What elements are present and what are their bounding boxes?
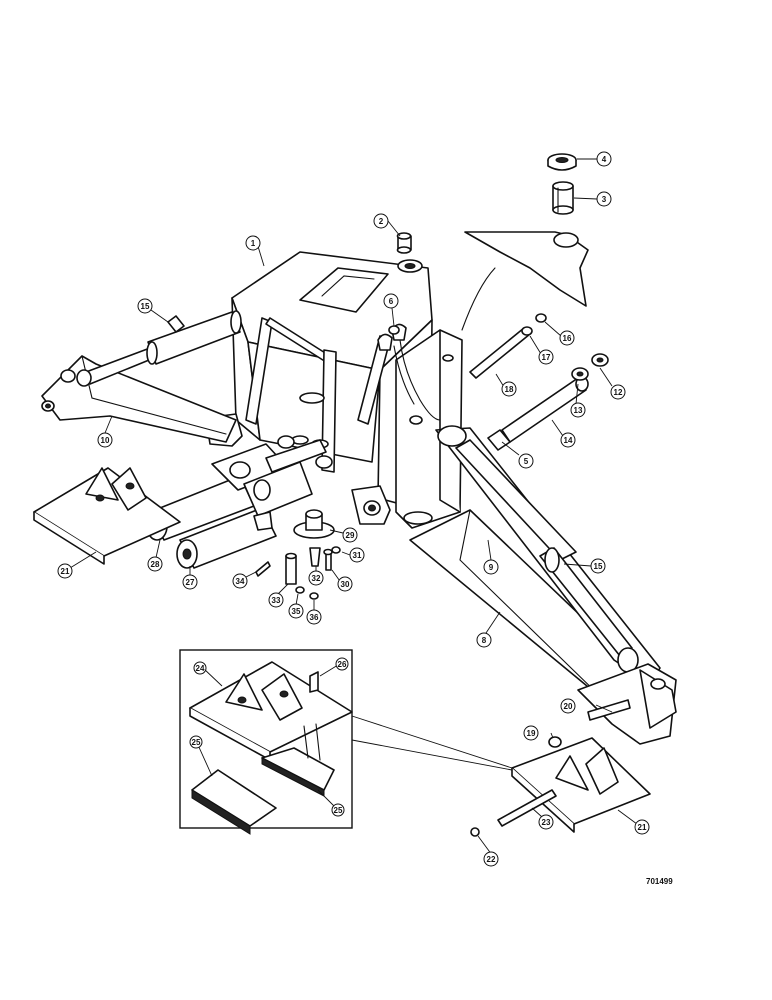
callout-31: 31 — [349, 547, 365, 563]
callout-29: 29 — [342, 527, 358, 543]
svg-text:5: 5 — [524, 457, 529, 466]
svg-text:14: 14 — [564, 436, 573, 445]
callout-18: 18 — [501, 381, 517, 397]
svg-text:1: 1 — [251, 239, 256, 248]
svg-text:32: 32 — [312, 574, 321, 583]
callout-6: 6 — [383, 293, 399, 309]
svg-text:6: 6 — [389, 297, 394, 306]
svg-text:17: 17 — [542, 353, 551, 362]
svg-text:23: 23 — [542, 818, 551, 827]
callout-30: 30 — [337, 576, 353, 592]
small-hardware — [255, 325, 400, 600]
svg-text:18: 18 — [505, 385, 514, 394]
main-frame-part-1 — [205, 251, 463, 529]
pins-and-bushings — [469, 313, 609, 451]
svg-text:8: 8 — [482, 636, 487, 645]
callouts: 1 2 3 4 5 6 8 9 10 12 13 14 15 15 16 17 … — [57, 151, 650, 867]
callout-12: 12 — [610, 384, 626, 400]
svg-text:21: 21 — [61, 567, 70, 576]
callout-2: 2 — [373, 213, 389, 229]
svg-text:33: 33 — [272, 596, 281, 605]
callout-15-right: 15 — [590, 558, 606, 574]
svg-text:24: 24 — [196, 664, 205, 673]
callout-3: 3 — [596, 191, 612, 207]
washer-part-4 — [547, 153, 577, 171]
callout-26: 26 — [335, 657, 349, 671]
svg-text:19: 19 — [527, 729, 536, 738]
callout-15-left: 15 — [137, 298, 153, 314]
detail-inset — [179, 649, 513, 835]
svg-text:35: 35 — [292, 607, 301, 616]
stabilizer-cylinder-part-15 — [76, 310, 242, 387]
callout-14: 14 — [560, 432, 576, 448]
callout-17: 17 — [538, 349, 554, 365]
callout-19: 19 — [523, 725, 539, 741]
callout-22: 22 — [483, 851, 499, 867]
svg-text:26: 26 — [338, 660, 347, 669]
callout-23: 23 — [538, 814, 554, 830]
svg-text:2: 2 — [379, 217, 384, 226]
bushing-part-3 — [552, 181, 574, 215]
callout-34: 34 — [232, 573, 248, 589]
callout-35: 35 — [288, 603, 304, 619]
svg-text:30: 30 — [341, 580, 350, 589]
svg-text:22: 22 — [487, 855, 496, 864]
callout-5: 5 — [518, 453, 534, 469]
callout-33: 33 — [268, 592, 284, 608]
svg-text:36: 36 — [310, 613, 319, 622]
bracket-guide-line — [461, 267, 496, 331]
svg-text:25: 25 — [334, 806, 343, 815]
svg-text:34: 34 — [236, 577, 245, 586]
svg-text:16: 16 — [563, 334, 572, 343]
callout-leaders — [69, 158, 638, 856]
svg-text:27: 27 — [186, 578, 195, 587]
callout-10: 10 — [97, 432, 113, 448]
bracket-bore — [553, 232, 579, 248]
callout-27: 27 — [182, 574, 198, 590]
valve-assembly — [146, 435, 333, 569]
callout-8: 8 — [476, 632, 492, 648]
svg-text:3: 3 — [602, 195, 607, 204]
svg-text:12: 12 — [614, 388, 623, 397]
svg-text:15: 15 — [141, 302, 150, 311]
svg-text:25: 25 — [192, 738, 201, 747]
svg-text:9: 9 — [489, 563, 494, 572]
callout-21-right: 21 — [634, 819, 650, 835]
svg-text:10: 10 — [101, 436, 110, 445]
svg-text:28: 28 — [151, 560, 160, 569]
callout-28: 28 — [147, 556, 163, 572]
illustration — [33, 153, 677, 837]
callout-4: 4 — [596, 151, 612, 167]
callout-9: 9 — [483, 559, 499, 575]
callout-24: 24 — [193, 661, 207, 675]
callout-25-upper: 25 — [189, 735, 203, 749]
top-plate-slot — [299, 267, 389, 313]
callout-21-left: 21 — [57, 563, 73, 579]
svg-text:31: 31 — [353, 551, 362, 560]
stabilizer-arm-part-10 — [41, 355, 237, 443]
callout-13: 13 — [570, 402, 586, 418]
svg-text:13: 13 — [574, 406, 583, 415]
svg-text:20: 20 — [564, 702, 573, 711]
stabilizer-arm-right-part-8 — [409, 425, 677, 745]
svg-text:15: 15 — [594, 562, 603, 571]
stabilizer-pad-right-part-21 — [470, 699, 651, 837]
callout-1: 1 — [245, 235, 261, 251]
callout-32: 32 — [308, 570, 324, 586]
drawing-number: 701499 — [646, 877, 673, 886]
callout-16: 16 — [559, 330, 575, 346]
callout-36: 36 — [306, 609, 322, 625]
svg-text:29: 29 — [346, 531, 355, 540]
stabilizer-pad-left-part-21 — [33, 467, 181, 565]
sleeve-part-2 — [396, 232, 412, 254]
svg-text:21: 21 — [638, 823, 647, 832]
callout-25-lower: 25 — [331, 803, 345, 817]
callout-20: 20 — [560, 698, 576, 714]
svg-text:4: 4 — [602, 155, 607, 164]
